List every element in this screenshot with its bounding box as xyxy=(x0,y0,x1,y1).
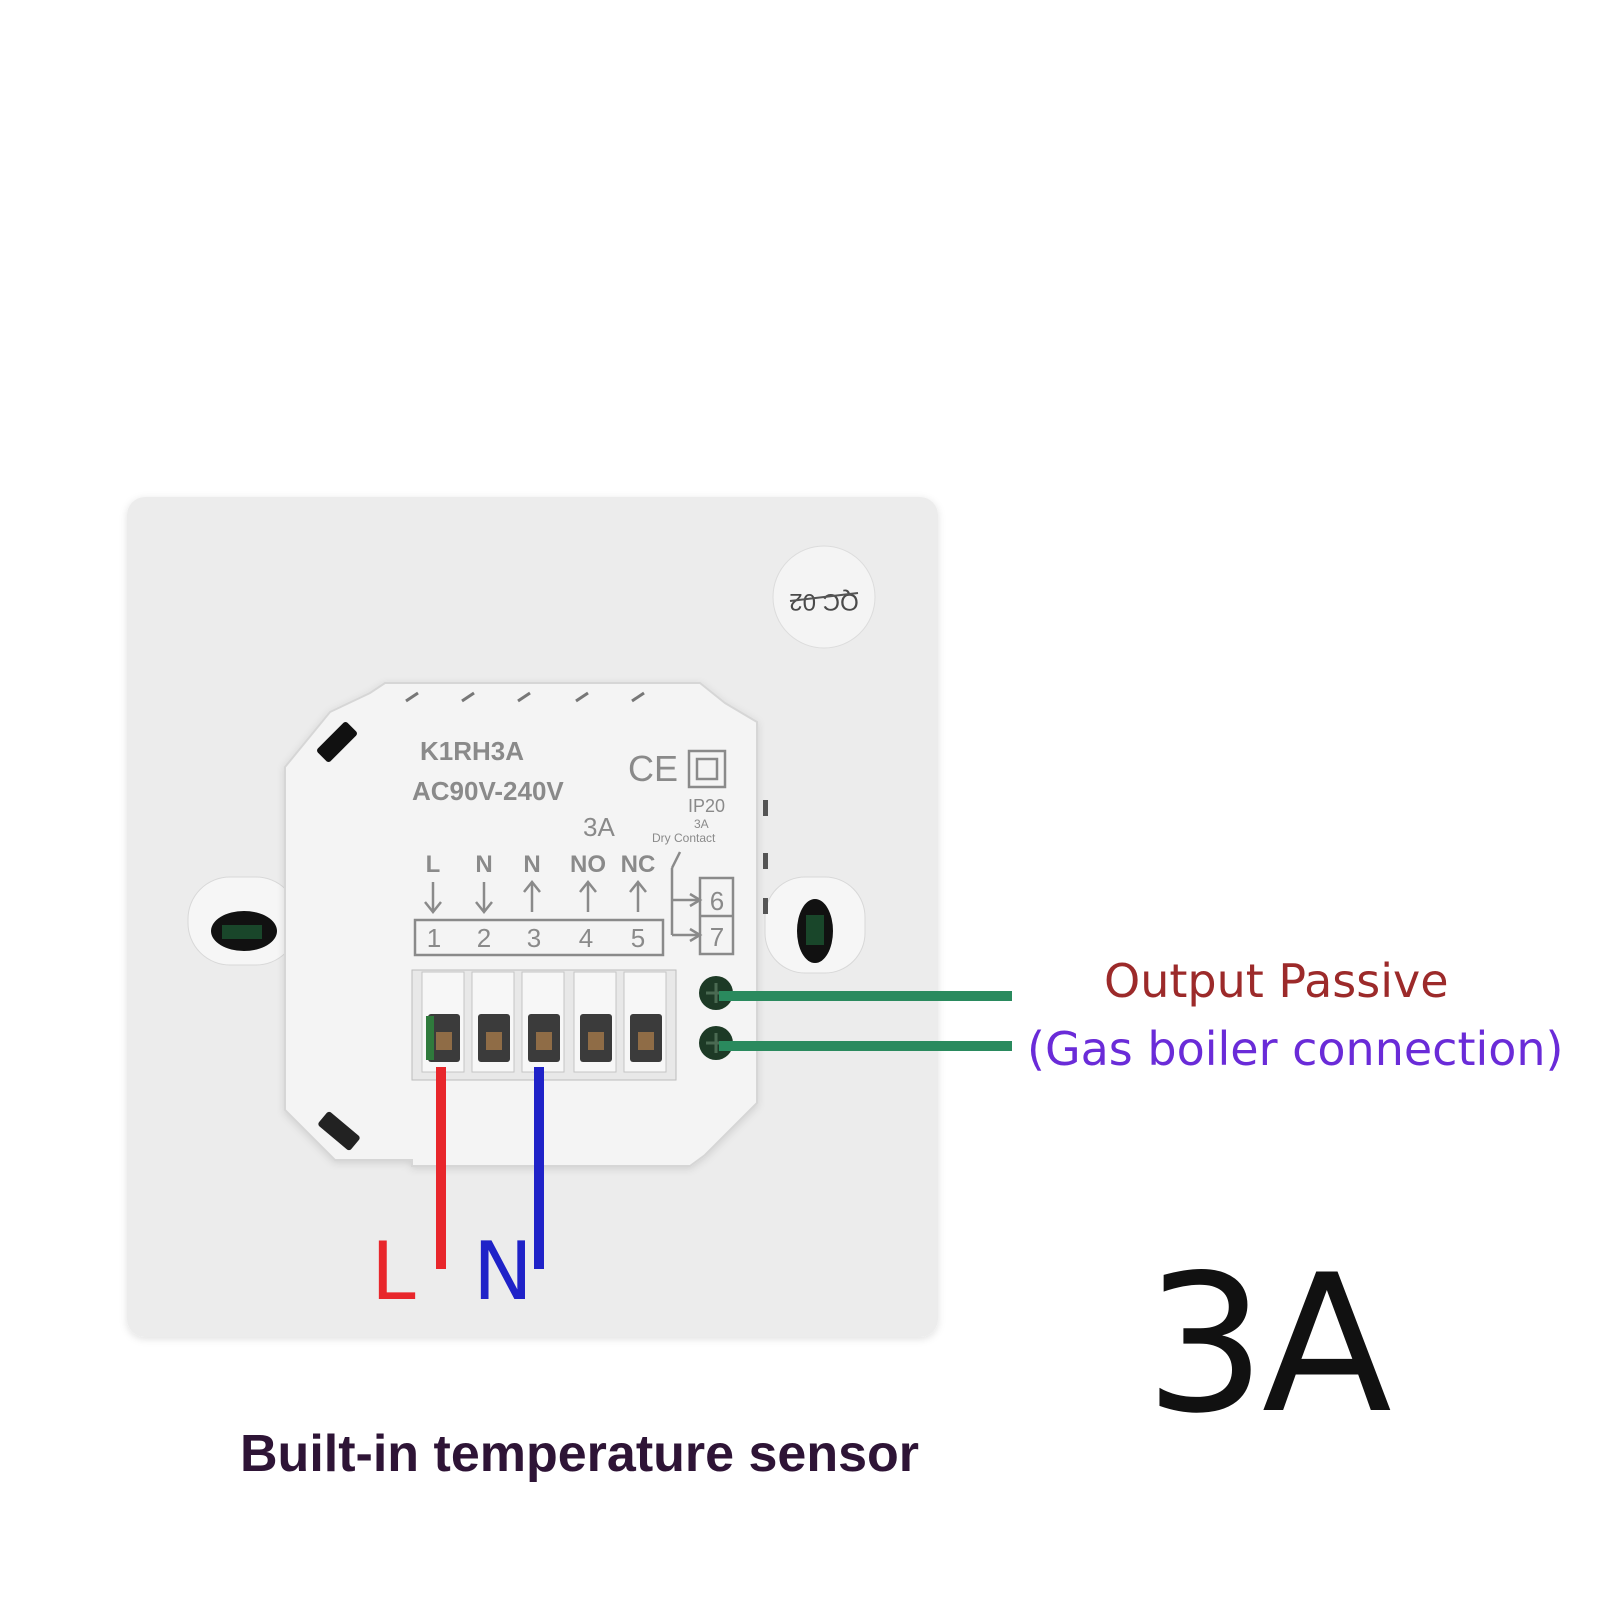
sensor-caption: Built-in temperature sensor xyxy=(240,1425,920,1483)
ip-rating: IP20 xyxy=(688,796,725,816)
terminal-number-4: 4 xyxy=(579,923,593,953)
voltage-label: AC90V-240V xyxy=(412,776,564,806)
terminal-number-3: 3 xyxy=(527,923,541,953)
terminal-label-4: NO xyxy=(570,851,606,878)
ce-mark: CE xyxy=(628,748,678,789)
double-insulation-icon xyxy=(687,749,727,789)
top-vents xyxy=(405,691,645,703)
neutral-wire-label: N xyxy=(473,1225,533,1318)
relay-symbol xyxy=(670,851,735,956)
bottom-left-clip xyxy=(318,1111,360,1151)
output-screws xyxy=(699,976,733,1060)
terminal-number-5: 5 xyxy=(631,923,645,953)
terminal-label-1: L xyxy=(426,851,441,878)
terminal-number-2: 2 xyxy=(477,923,491,953)
output-subtitle: (Gas boiler connection) xyxy=(1027,1022,1564,1076)
output-title: Output Passive xyxy=(1104,954,1449,1008)
current-rating-large: 3A xyxy=(1145,1234,1392,1455)
current-label: 3A xyxy=(583,812,615,842)
terminal-number-box xyxy=(413,918,665,957)
dry-contact-label: Dry Contact xyxy=(652,831,716,845)
qc-sticker: QC 02 xyxy=(772,545,876,649)
dry-contact-current: 3A xyxy=(694,817,709,831)
terminal-label-2: N xyxy=(475,851,492,878)
terminal-number-1: 1 xyxy=(427,923,441,953)
terminal-arrows xyxy=(424,879,647,915)
contact-number-7: 7 xyxy=(710,922,724,952)
live-wire-label: L xyxy=(371,1225,416,1318)
terminal-label-5: NC xyxy=(621,851,656,878)
model-label: K1RH3A xyxy=(420,736,524,766)
side-vents xyxy=(763,800,768,914)
qc-text: QC 02 xyxy=(789,588,858,615)
screw-terminal-block xyxy=(411,969,677,1081)
top-left-clip xyxy=(317,722,357,762)
contact-number-6: 6 xyxy=(710,886,724,916)
terminal-label-3: N xyxy=(523,851,540,878)
